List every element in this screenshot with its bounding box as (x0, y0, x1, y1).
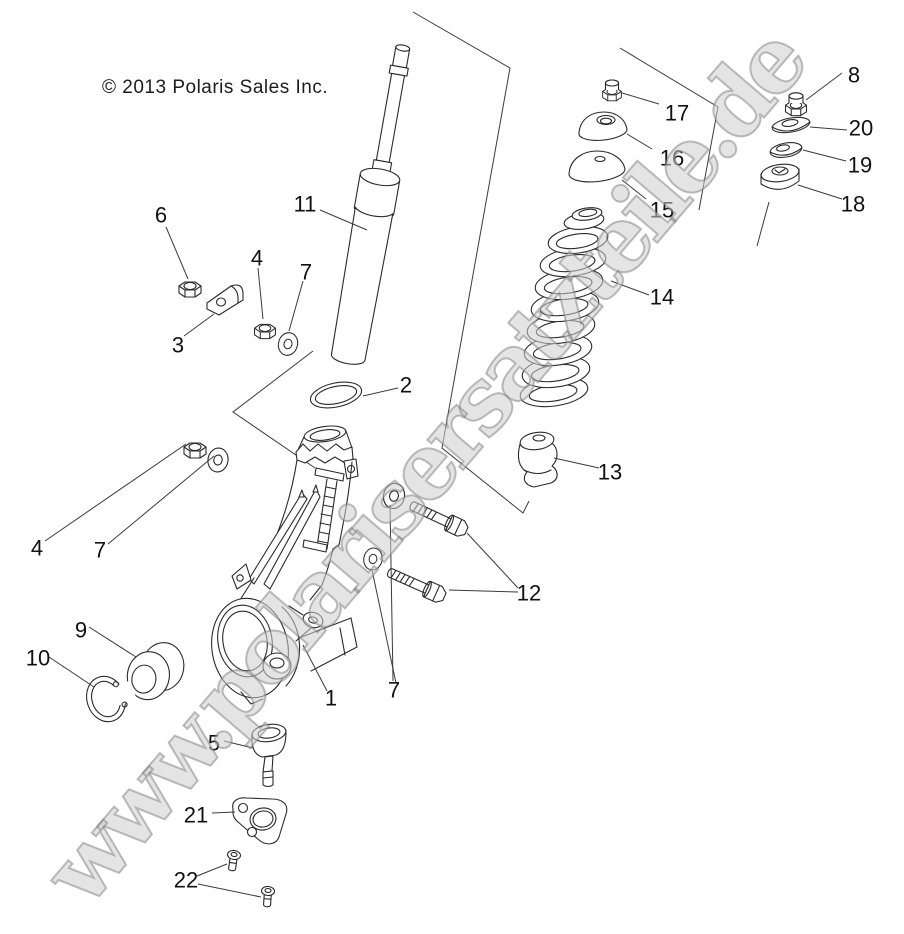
coil-spring (519, 207, 609, 408)
mount-washer-large (771, 116, 811, 134)
shock-absorber (330, 44, 411, 365)
spring-mount-lower (568, 150, 626, 183)
callout-1: 1 (325, 686, 337, 711)
leader-lines (44, 72, 848, 898)
callout-10: 10 (26, 646, 50, 671)
mount-washer-small (769, 142, 803, 158)
callout-17: 17 (665, 101, 689, 126)
callout-7: 7 (388, 678, 400, 703)
snap-ring (86, 675, 137, 723)
wheel-bearing (126, 642, 185, 701)
callout-6: 6 (155, 203, 167, 228)
callout-4: 4 (31, 536, 43, 561)
callout-3: 3 (172, 333, 184, 358)
mount-nut (785, 92, 807, 117)
plate-screw-2 (259, 885, 276, 908)
callout-19: 19 (848, 153, 872, 178)
callout-9: 9 (75, 618, 87, 643)
clamp-nut (178, 281, 202, 298)
callout-16: 16 (660, 146, 684, 171)
callout-5: 5 (208, 731, 220, 756)
o-ring (309, 381, 363, 409)
strut-washer-upper (275, 330, 301, 358)
callout-12: 12 (517, 581, 541, 606)
cable-clamp (206, 284, 244, 316)
callout-7: 7 (94, 538, 106, 563)
callout-2: 2 (400, 373, 412, 398)
bolt-washer-upper (380, 480, 408, 512)
callout-18: 18 (841, 192, 865, 217)
copyright-text: © 2013 Polaris Sales Inc. (102, 77, 329, 98)
callout-13: 13 (598, 460, 622, 485)
callout-22: 22 (174, 868, 198, 893)
strut-nut-left (183, 442, 207, 459)
callout-14: 14 (650, 285, 674, 310)
plate-screw-1 (224, 849, 242, 873)
mounting-plate (232, 797, 288, 845)
callout-15: 15 (650, 198, 674, 223)
mount-bolt-lower (384, 563, 449, 606)
bolt-washer-lower (361, 545, 385, 573)
assembly-bracket-lines (232, 11, 770, 514)
callout-20: 20 (849, 116, 873, 141)
callout-11: 11 (294, 192, 317, 217)
strut-nut-upper (254, 323, 276, 340)
mount-bushing (760, 163, 800, 190)
callout-21: 21 (184, 803, 208, 828)
steering-knuckle (211, 425, 359, 705)
shock-shaft-nut (602, 79, 622, 102)
ball-joint (251, 723, 287, 788)
callout-8: 8 (848, 63, 860, 88)
callout-7: 7 (300, 260, 312, 285)
mount-bolt-upper (406, 496, 471, 540)
spring-mount-upper (578, 111, 628, 141)
bump-stop (517, 431, 558, 488)
callout-4: 4 (251, 246, 263, 271)
